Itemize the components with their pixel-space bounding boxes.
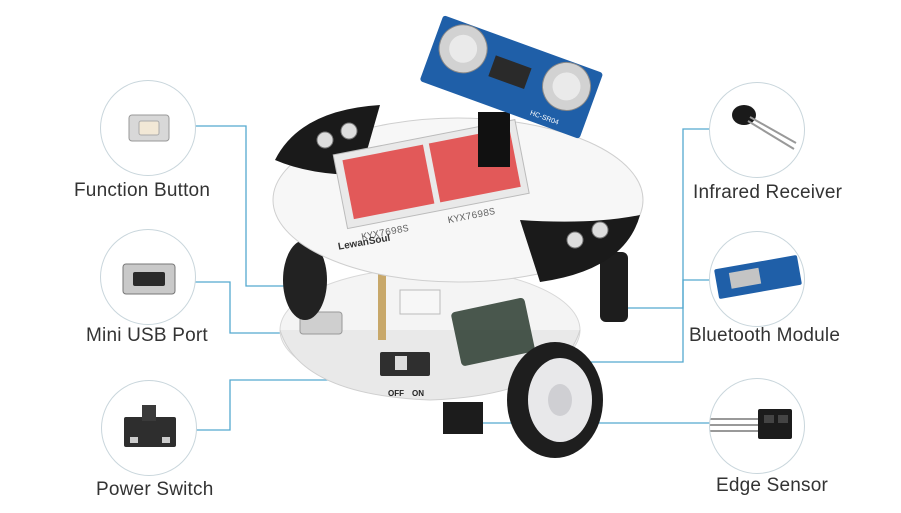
power-switch-thumbnail bbox=[101, 380, 197, 476]
bluetooth-module-label: Bluetooth Module bbox=[689, 325, 841, 346]
robot-chassis bbox=[279, 240, 628, 458]
infrared-receiver-label: Infrared Receiver bbox=[693, 182, 843, 203]
edge-sensor-thumbnail bbox=[709, 378, 805, 474]
function-button-label: Function Button bbox=[74, 180, 211, 201]
mini-usb-thumbnail bbox=[100, 229, 196, 325]
ultrasonic-sensor: HC-SR04 bbox=[420, 15, 603, 139]
power-switch-label: Power Switch bbox=[96, 479, 214, 500]
switch-on-label: ON bbox=[412, 389, 424, 398]
bluetooth-module-thumbnail bbox=[709, 231, 805, 327]
switch-off-label: OFF bbox=[388, 389, 404, 398]
leader-line-power-switch bbox=[195, 379, 382, 431]
mini-usb-port-label: Mini USB Port bbox=[86, 325, 208, 346]
infrared-receiver-thumbnail bbox=[709, 82, 805, 178]
leader-line-infrared bbox=[610, 128, 712, 309]
robot-top-plate: KYX7698S KYX7698S LewanSoul bbox=[272, 105, 644, 283]
leader-line-mini-usb bbox=[193, 281, 300, 334]
function-button-thumbnail bbox=[100, 80, 196, 176]
edge-sensor-label: Edge Sensor bbox=[716, 475, 829, 496]
